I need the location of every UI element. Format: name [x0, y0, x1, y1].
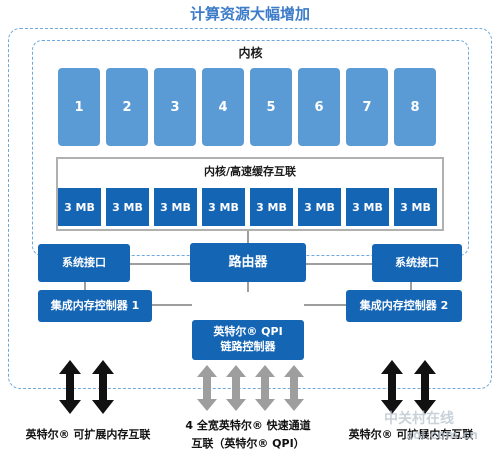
- processor-boundary: [8, 28, 492, 389]
- connector-line: [84, 282, 86, 290]
- watermark-text: 中关村在线: [384, 411, 454, 427]
- diagram-title: 计算资源大幅增加: [189, 5, 310, 23]
- connector-line: [247, 231, 249, 243]
- memory-controller-1-label: 集成内存控制器 1: [50, 298, 140, 312]
- system-interface-left: 系统接口: [38, 244, 130, 282]
- qpi-controller-label-line1: 英特尔® QPI: [213, 325, 283, 339]
- core-section-label: 内核: [238, 46, 263, 60]
- core-block: 1: [58, 68, 100, 146]
- cache-slice: 3 MB: [154, 188, 197, 226]
- cache-slice: 3 MB: [58, 188, 101, 226]
- watermark-url: zol.com.cn: [406, 428, 478, 442]
- double-arrow-icon: [59, 360, 81, 414]
- system-interface-left-label: 系统接口: [62, 255, 106, 269]
- qpi-label-line2: 互联（英特尔® QPI）: [191, 437, 305, 450]
- connector-line: [304, 304, 346, 306]
- qpi-controller-label-line2: 链路控制器: [220, 340, 276, 353]
- core-block: 5: [250, 68, 292, 146]
- memory-controller-2: 集成内存控制器 2: [346, 290, 462, 322]
- system-interface-right-label: 系统接口: [395, 255, 439, 269]
- qpi-label-line1: 4 全宽英特尔® 快速通道: [185, 419, 311, 432]
- connector-line: [306, 263, 372, 265]
- qpi-link-controller: 英特尔® QPI 链路控制器: [192, 320, 304, 360]
- core-block: 3: [154, 68, 196, 146]
- core-block: 4: [202, 68, 244, 146]
- double-arrow-icon: [414, 360, 436, 414]
- cache-slice: 3 MB: [346, 188, 389, 226]
- cache-slice: 3 MB: [298, 188, 341, 226]
- connector-line: [410, 282, 412, 290]
- watermark: 中关村在线 zol.com.cn: [346, 408, 496, 452]
- double-arrow-icon: [284, 365, 304, 411]
- connector-line: [130, 263, 190, 265]
- cache-interconnect-label: 内核/高速缓存互联: [203, 165, 297, 178]
- memory-interconnect-label-left: 英特尔® 可扩展内存互联: [25, 428, 151, 441]
- double-arrow-icon: [226, 365, 246, 411]
- core-block: 6: [298, 68, 340, 146]
- router-label: 路由器: [228, 254, 268, 270]
- memory-controller-1: 集成内存控制器 1: [38, 290, 152, 322]
- cache-slice: 3 MB: [250, 188, 293, 226]
- cache-slice: 3 MB: [202, 188, 245, 226]
- double-arrow-icon: [197, 365, 217, 411]
- connector-line: [152, 304, 192, 306]
- double-arrow-icon: [92, 360, 114, 414]
- cache-slice: 3 MB: [394, 188, 437, 226]
- double-arrow-icon: [381, 360, 403, 414]
- double-arrow-icon: [255, 365, 275, 411]
- core-block: 8: [394, 68, 436, 146]
- core-block: 2: [106, 68, 148, 146]
- memory-interconnect-label-right: 英特尔® 可扩展内存互联: [348, 428, 474, 441]
- router-block: 路由器: [190, 243, 306, 282]
- system-interface-right: 系统接口: [372, 244, 462, 282]
- connector-line: [247, 282, 249, 292]
- cache-slice: 3 MB: [106, 188, 149, 226]
- memory-controller-2-label: 集成内存控制器 2: [359, 298, 449, 312]
- core-block: 7: [346, 68, 388, 146]
